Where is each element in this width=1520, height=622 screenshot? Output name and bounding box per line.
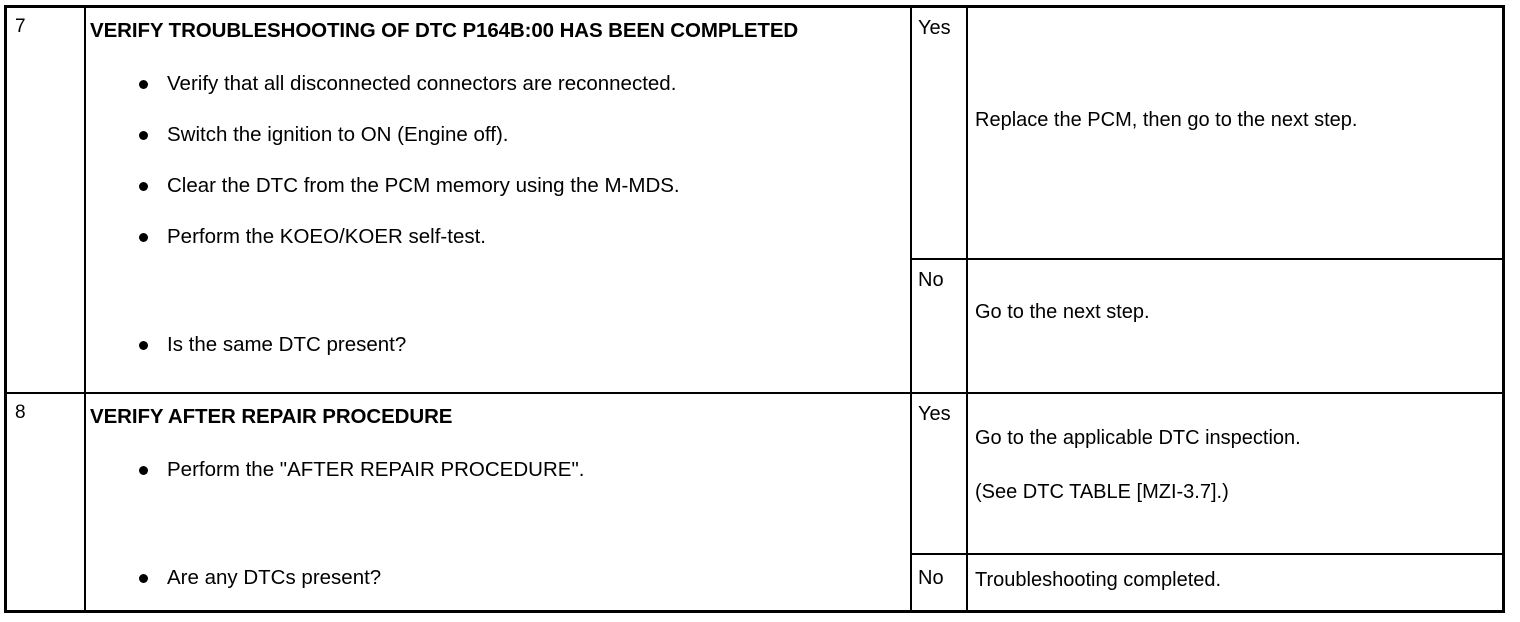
table-row: 8 VERIFY AFTER REPAIR PROCEDURE Perform … (7, 393, 1502, 610)
result-label-no-8: No (918, 567, 944, 590)
step-number-8: 8 (15, 402, 26, 424)
inspection-bullet-list-7: Verify that all disconnected connectors … (88, 71, 900, 357)
action-body-7-no: Go to the next step. (968, 260, 1502, 325)
result-label-cell-8-yes: Yes (911, 393, 968, 556)
result-label-cell-7-yes: Yes (911, 8, 968, 261)
inspection-bullet-list-8: Perform the "AFTER REPAIR PROCEDURE". Ar… (88, 457, 900, 590)
result-label-yes-7: Yes (918, 17, 951, 39)
action-cell-8-yes: Go to the applicable DTC inspection. (Se… (967, 393, 1502, 556)
action-cell-7-yes: Replace the PCM, then go to the next ste… (967, 8, 1502, 261)
action-line-reference: (See DTC TABLE [MZI-3.7].) (975, 481, 1229, 504)
list-item: Perform the KOEO/KOER self-test. (88, 224, 900, 249)
step-number-cell-7: 7 (7, 8, 86, 395)
list-item: Switch the ignition to ON (Engine off). (88, 122, 900, 147)
list-item: Clear the DTC from the PCM memory using … (88, 173, 900, 198)
inspection-heading-7: VERIFY TROUBLESHOOTING OF DTC P164B:00 H… (90, 19, 799, 42)
action-line: Go to the next step. (975, 301, 1150, 324)
troubleshooting-table-frame: 7 VERIFY TROUBLESHOOTING OF DTC P164B:00… (4, 5, 1505, 613)
list-item: Perform the "AFTER REPAIR PROCEDURE". (88, 457, 900, 482)
step-number-7: 7 (15, 16, 26, 37)
action-body-8-yes: Go to the applicable DTC inspection. (Se… (968, 394, 1502, 505)
list-item: Is the same DTC present? (88, 332, 900, 357)
inspection-cell-7: VERIFY TROUBLESHOOTING OF DTC P164B:00 H… (85, 8, 912, 395)
action-body-8-no: Troubleshooting completed. (968, 555, 1502, 593)
inspection-body-8: VERIFY AFTER REPAIR PROCEDURE Perform th… (86, 394, 910, 590)
table-row: 7 VERIFY TROUBLESHOOTING OF DTC P164B:00… (7, 8, 1502, 395)
action-cell-7-no: Go to the next step. (967, 259, 1502, 395)
result-label-cell-8-no: No (911, 554, 968, 610)
result-label-no-7: No (918, 269, 944, 292)
table-row: No Go to the next step. (7, 259, 1502, 395)
action-cell-8-no: Troubleshooting completed. (967, 554, 1502, 610)
step-number-cell-8: 8 (7, 393, 86, 610)
list-item: Are any DTCs present? (88, 565, 900, 590)
result-label-cell-7-no: No (911, 259, 968, 395)
inspection-heading-8: VERIFY AFTER REPAIR PROCEDURE (90, 405, 453, 429)
result-label-yes-8: Yes (918, 403, 951, 426)
action-line: Replace the PCM, then go to the next ste… (975, 109, 1358, 131)
troubleshooting-table: 7 VERIFY TROUBLESHOOTING OF DTC P164B:00… (7, 8, 1502, 610)
inspection-body-7: VERIFY TROUBLESHOOTING OF DTC P164B:00 H… (86, 8, 910, 357)
action-line: Go to the applicable DTC inspection. (975, 427, 1301, 450)
action-line: Troubleshooting completed. (975, 569, 1222, 592)
inspection-cell-8: VERIFY AFTER REPAIR PROCEDURE Perform th… (85, 393, 912, 610)
table-row: No Troubleshooting completed. (7, 554, 1502, 610)
list-item: Verify that all disconnected connectors … (88, 71, 900, 96)
action-body-7-yes: Replace the PCM, then go to the next ste… (968, 8, 1502, 133)
